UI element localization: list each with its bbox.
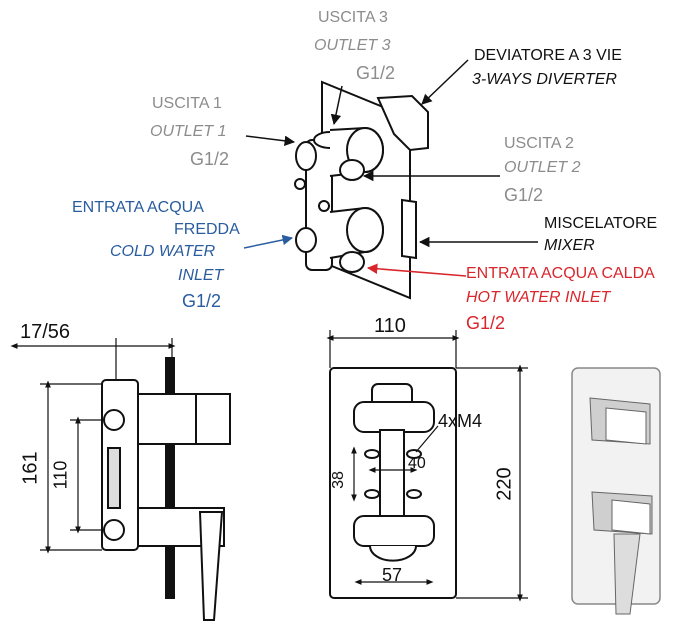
dim-height-inner: 110	[50, 460, 71, 490]
front-dims	[326, 330, 528, 602]
product-render	[571, 367, 661, 615]
arrow-outlet3	[330, 85, 343, 126]
outlet3-size: G1/2	[356, 63, 396, 83]
dim-v-spacing: 38	[329, 471, 347, 489]
hot-en: HOT WATER INLET	[466, 289, 611, 306]
mixer-en: MIXER	[544, 237, 595, 254]
arrow-diverter	[421, 59, 469, 105]
diverter-it: DEVIATORE A 3 VIE	[474, 47, 622, 64]
side-view	[101, 357, 231, 621]
dim-width: 110	[374, 315, 406, 337]
hot-size: G1/2	[466, 313, 506, 333]
cold-en2: INLET	[178, 267, 224, 284]
isometric-valve-body	[294, 80, 429, 300]
outlet3-en: OUTLET 3	[314, 37, 391, 54]
dim-height-total: 161	[19, 451, 42, 485]
outlet3-it: USCITA 3	[318, 9, 388, 26]
outlet2-size: G1/2	[504, 185, 544, 205]
outlet1-en: OUTLET 1	[150, 123, 227, 140]
cold-it2: FREDDA	[174, 221, 240, 238]
outlet1-it: USCITA 1	[152, 95, 222, 112]
arrow-cold	[243, 234, 294, 249]
cold-size: G1/2	[182, 291, 222, 311]
side-dims	[10, 338, 176, 554]
hot-it: ENTRATA ACQUA CALDA	[466, 266, 655, 282]
dim-h-spacing: 40	[408, 455, 426, 472]
cold-en1: COLD WATER	[110, 243, 216, 260]
mixer-it: MISCELATORE	[544, 215, 658, 232]
cold-it1: ENTRATA ACQUA	[72, 199, 204, 216]
arrow-outlet1	[245, 135, 296, 147]
dim-depth: 17/56	[20, 321, 71, 343]
outlet1-size: G1/2	[190, 149, 230, 169]
front-view	[329, 367, 457, 599]
outlet2-it: USCITA 2	[504, 135, 574, 152]
dim-bottom-width: 57	[382, 565, 403, 585]
dim-plate-height: 220	[493, 467, 516, 501]
dim-screws: 4xM4	[438, 411, 483, 431]
outlet2-en: OUTLET 2	[504, 159, 581, 176]
arrow-hot	[366, 263, 467, 277]
diverter-en: 3-WAYS DIVERTER	[472, 71, 617, 88]
